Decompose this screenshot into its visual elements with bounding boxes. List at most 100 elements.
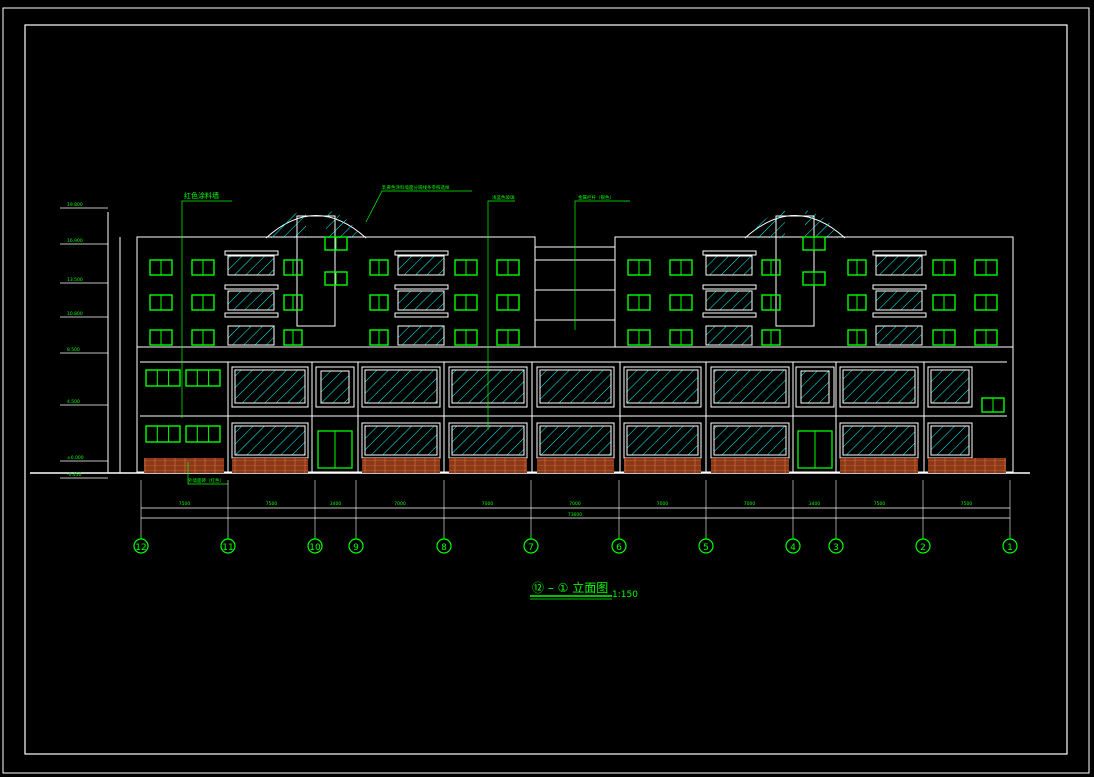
window [627,329,651,346]
annotation-base: 外墙面砖（红色） [188,477,224,484]
glass-window [713,425,787,456]
annotation-leaders [181,190,630,485]
dimension-bay: 7500 [874,501,886,507]
glass-window [234,369,306,404]
inner-frame [24,24,1068,755]
dimension-bay: 7500 [179,501,191,507]
tower-window [324,271,348,286]
axis-bubble [611,538,627,554]
window [847,294,867,311]
scale-text: 1:150 [612,590,638,600]
brick-base [232,458,308,473]
window [932,329,956,346]
balcony-slab [394,250,449,256]
window [761,259,781,276]
glass-window [713,369,787,404]
window [627,259,651,276]
shop-frame [839,366,919,408]
window [191,294,215,311]
dome-hatch [750,210,785,238]
glass-window [397,255,445,276]
brick-base [711,458,789,473]
glass-window [705,290,753,311]
brick-base [362,458,440,473]
glass-window [930,425,970,456]
elevation-label: 13.500 [67,277,83,283]
window [191,329,215,346]
balcony-slab [872,312,927,318]
window [369,259,389,276]
brick-base [928,458,1006,473]
balcony-slab [702,312,757,318]
glass-window [626,369,699,404]
shop-frame [927,366,973,408]
glass-window [397,290,445,311]
brick-base [449,458,527,473]
dome-hatch [271,210,306,238]
dimension-bay: 7000 [657,501,669,507]
axis-bubble [220,538,236,554]
axis-bubble [436,538,452,554]
window [761,329,781,346]
glass-window [234,425,306,456]
annotation-railing: 金属栏杆（银色） [578,194,614,201]
window [974,294,998,311]
dimension-bay: 7000 [569,501,581,507]
glass-window [397,325,445,346]
shop-frame [361,366,441,408]
shop-frame [231,366,309,408]
brick-base [144,458,224,473]
glass-window [875,290,923,311]
glass-window [930,369,970,404]
axis-label: 6 [616,543,622,553]
axis-label: 1 [1007,543,1013,553]
balcony-slab [394,312,449,318]
window [847,259,867,276]
axis-label: 11 [222,543,233,553]
elevation-label: 8.500 [67,347,80,353]
window [974,329,998,346]
shop-frame [710,366,790,408]
elevation-label: -0.450 [67,472,82,478]
balcony-slab [224,250,279,256]
axis-bubble [785,538,801,554]
stair-tower [775,215,815,327]
annotations: 红色涂料墙 乳黄色涂料墙面分隔线条参照选样 浅蓝色玻璃 金属栏杆（银色） 外墙面… [184,184,614,484]
title-text: ⑫ – ① 立面图 [532,580,608,595]
window [149,294,173,311]
balcony-slab [224,284,279,290]
axis-label: 10 [309,543,321,553]
axis-label: 7 [528,543,534,553]
entry-upper [795,366,835,408]
window [496,329,520,346]
window [627,294,651,311]
balcony-slab [702,284,757,290]
annotation-red-paint: 红色涂料墙 [184,191,219,200]
stair-tower [296,215,336,327]
axis-bubble [1002,538,1018,554]
glass-window [875,255,923,276]
elevation-label: 16.900 [67,238,83,244]
axis-label: 5 [703,543,709,553]
window [669,294,693,311]
dome-hatch [326,210,361,238]
balcony-slab [394,284,449,290]
tower-window [802,236,826,251]
axis-label: 8 [441,543,447,553]
window [496,259,520,276]
elevation-label: ±0.000 [67,455,84,461]
axis-label: 12 [135,543,146,553]
glass-window [227,255,275,276]
window [283,294,303,311]
window [496,294,520,311]
shop-frame [536,366,615,408]
balcony-slab [872,250,927,256]
axis-bubble [348,538,364,554]
axis-bubble [698,538,714,554]
window [369,329,389,346]
window [191,259,215,276]
window [454,259,478,276]
